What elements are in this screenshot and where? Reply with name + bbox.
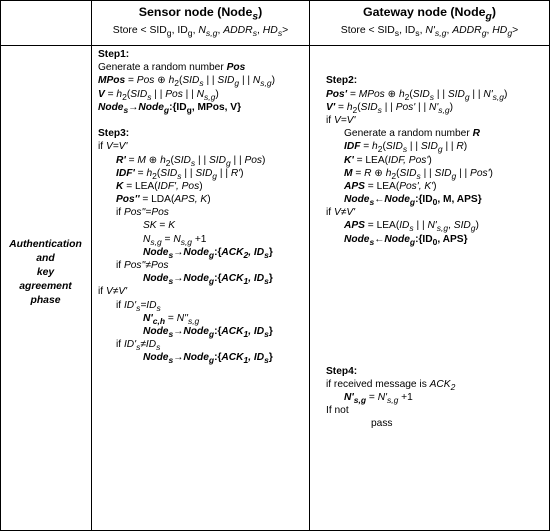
gateway-store: Store < SIDs, IDs, N's,g, ADDRg, HDg> — [340, 25, 519, 39]
sensor-step-line: if Pos''=Pos — [116, 207, 169, 219]
gateway-step-line: If not — [326, 405, 349, 417]
phase-label-word: key — [36, 267, 55, 278]
sensor-step-line: Nodes→Nodeg:{ACK1, IDs} — [143, 273, 273, 287]
gateway-step-line — [326, 246, 548, 259]
sensor-step-line: if Pos''≠Pos — [116, 260, 169, 271]
sensor-header: Sensor node (Nodes) Store < SIDg, IDg, N… — [92, 5, 309, 41]
gateway-step-line: Step2: — [326, 75, 358, 87]
gateway-step-line: Pos' = MPos ⊕ h2(SIDs | | SIDg | | N's,g… — [326, 88, 508, 102]
column-divider-1 — [91, 0, 92, 531]
sensor-step-line: V = h2(SIDs | | Pos | | Ns,g) — [98, 88, 219, 102]
gateway-step-line — [326, 259, 548, 272]
gateway-step-line: APS = LEA(Pos', K') — [344, 180, 437, 192]
sensor-step-line: if ID's=IDs — [116, 299, 161, 313]
sensor-step-line: if ID's≠IDs — [116, 339, 161, 353]
sensor-step-line: Nodes→Nodeg:{ACK2, IDs} — [143, 246, 273, 260]
sensor-step-line: SK = K — [143, 220, 176, 232]
gateway-step-line: APS = LEA(IDs | | N's,g, SIDg) — [344, 220, 479, 234]
gateway-step-line: if V=V' — [326, 114, 356, 126]
gateway-step-line: K' = LEA(IDF, Pos') — [344, 154, 432, 166]
sensor-step-line: Nodes→Nodeg:{ACK1, IDs} — [143, 325, 273, 339]
gateway-steps: Step2:Pos' = MPos ⊕ h2(SIDs | | SIDg | |… — [326, 48, 548, 430]
table-border-left — [0, 0, 1, 531]
sensor-store: Store < SIDg, IDg, Ns,g, ADDRs, HDs> — [112, 25, 289, 39]
sensor-step-line: Step3: — [98, 128, 130, 140]
gateway-title: Gateway node (Nodeg) — [362, 5, 496, 23]
gateway-step-line: IDF = h2(SIDs | | SIDg | | R) — [344, 141, 468, 155]
phase-label-word: phase — [30, 295, 61, 306]
table-border-top — [0, 0, 550, 1]
phase-label-word: and — [36, 253, 55, 264]
gateway-step-line — [326, 312, 548, 325]
gateway-step-line — [326, 325, 548, 338]
gateway-step-line — [326, 285, 548, 298]
sensor-step-line: Nodes→Nodeg:{IDg, MPos, V} — [98, 101, 242, 115]
gateway-step-line: Nodes←Nodeg:{ID0, M, APS} — [344, 194, 482, 208]
gateway-step-line: Generate a random number R — [344, 128, 480, 140]
gateway-step-line: M = R ⊕ h2(SIDs | | SIDg | | Pos') — [344, 167, 493, 181]
sensor-step-line: Step1: — [98, 49, 130, 60]
gateway-step-line — [326, 61, 548, 74]
sensor-step-line: Ns,g = Ns,g +1 — [143, 233, 207, 247]
header-divider — [0, 45, 550, 46]
column-divider-2 — [309, 0, 310, 531]
sensor-step-line: MPos = Pos ⊕ h2(SIDs | | SIDg | | Ns,g) — [98, 75, 276, 89]
sensor-step-line: Nodes→Nodeg:{ACK1, IDs} — [143, 352, 273, 366]
gateway-step-line: V' = h2(SIDs | | Pos' | | N's,g) — [326, 101, 454, 115]
phase-label-word: agreement — [19, 281, 72, 292]
phase-label: Authentication and key agreement phase — [0, 238, 91, 308]
gateway-step-line — [326, 338, 548, 351]
sensor-step-line: Generate a random number Pos — [98, 62, 246, 74]
gateway-step-line: if V≠V' — [326, 207, 356, 219]
gateway-step-line: pass — [371, 418, 393, 430]
sensor-step-line: N'c,h = N''s,g — [143, 312, 200, 326]
gateway-step-line — [326, 272, 548, 285]
gateway-step-line: if received message is ACK2 — [326, 378, 456, 392]
gateway-step-line: Nodes←Nodeg:{ID0, APS} — [344, 233, 468, 247]
sensor-step-line: IDF' = h2(SIDs | | SIDg | | R') — [116, 167, 244, 181]
phase-label-word: Authentication — [9, 239, 82, 250]
sensor-step-line: R' = M ⊕ h2(SIDs | | SIDg | | Pos) — [116, 154, 266, 168]
sensor-step-line: K = LEA(IDF', Pos) — [116, 180, 203, 192]
sensor-step-line: if V≠V' — [98, 286, 128, 298]
gateway-header: Gateway node (Nodeg) Store < SIDs, IDs, … — [310, 5, 549, 41]
sensor-step-line: Pos'' = LDA(APS, K) — [116, 194, 211, 206]
gateway-step-line: N's,g = N's,g +1 — [344, 391, 413, 405]
sensor-step-line — [98, 114, 308, 127]
sensor-step-line: if V=V' — [98, 141, 128, 153]
sensor-title: Sensor node (Nodes) — [138, 5, 263, 23]
gateway-step-line — [326, 299, 548, 312]
gateway-step-line: Step4: — [326, 365, 358, 377]
gateway-step-line — [326, 48, 548, 61]
gateway-step-line — [326, 351, 548, 364]
